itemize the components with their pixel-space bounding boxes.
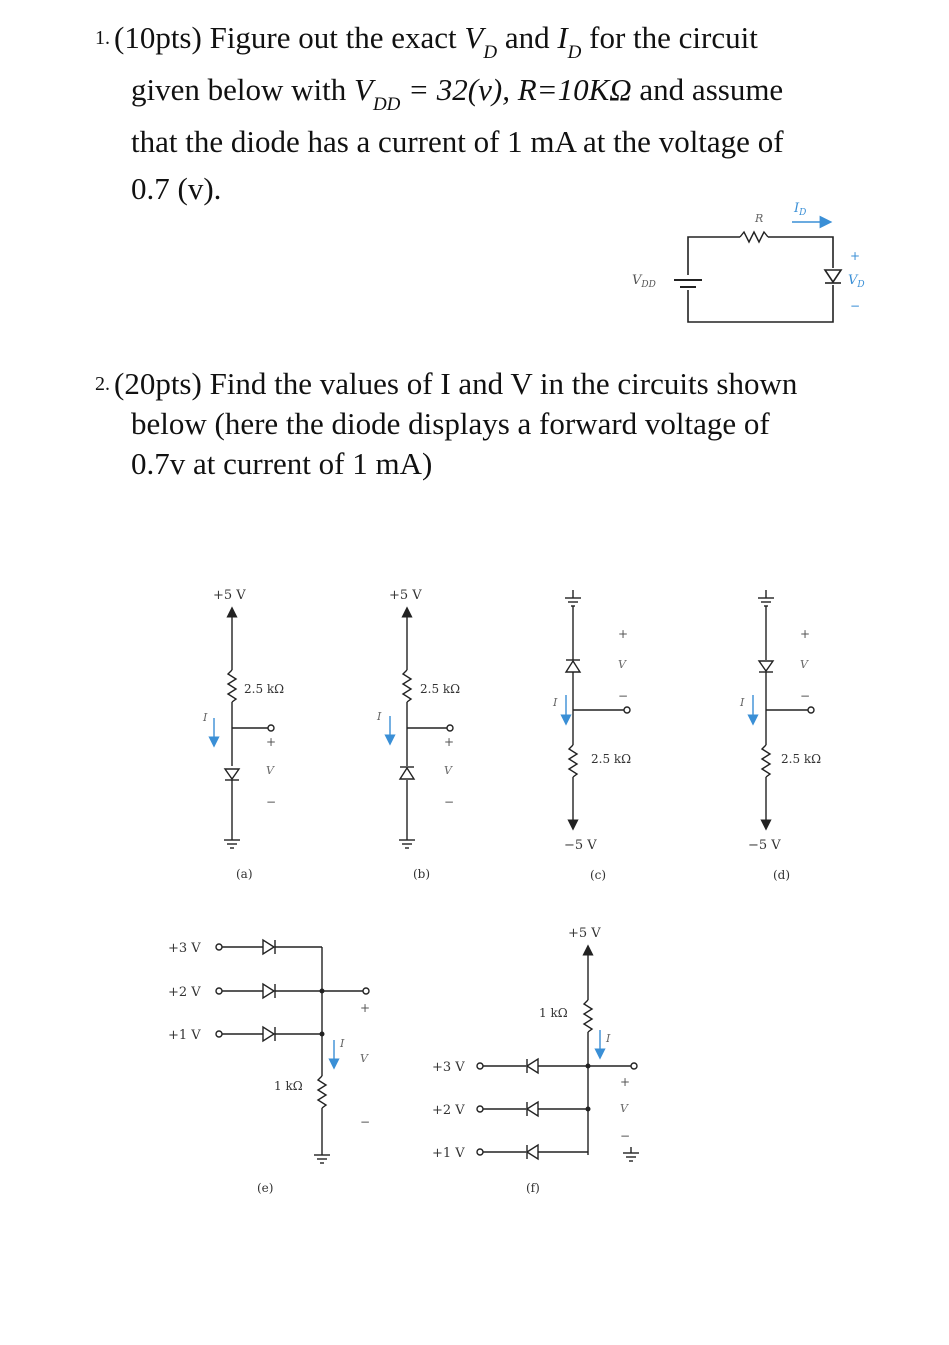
circuit-e-voltage: V [360, 1052, 369, 1065]
question-1-line-1: 1.(10pts) Figure out the exact VD and ID… [95, 20, 758, 63]
question-2-number: 2. [95, 373, 110, 395]
circuit-a-current: I [202, 711, 208, 724]
question-1-line-2: given below with VDD = 32(v), R=10KΩ and… [131, 72, 784, 115]
circuit-e-plus: + [360, 1001, 370, 1015]
circuit-a [208, 606, 275, 849]
circuit-f-caption: (f) [526, 1181, 540, 1195]
circuit-d-supply: −5 V [748, 838, 781, 853]
question-2-line-1: 2.(20pts) Find the values of I and V in … [95, 366, 798, 401]
circuit-d-minus: − [800, 689, 810, 703]
circuit-b-caption: (b) [413, 867, 430, 881]
circuit-c-plus: + [618, 627, 628, 641]
circuit-f-input-2: +2 V [432, 1103, 465, 1118]
circuit-a-voltage: V [266, 764, 275, 777]
circuit-b-minus: − [444, 795, 454, 809]
circuit-f-input-3: +1 V [432, 1146, 465, 1161]
circuit-d-current: I [739, 696, 745, 709]
circuit-e [215, 938, 370, 1164]
question-1-number: 1. [95, 27, 110, 49]
circuit-b-current: I [376, 710, 382, 723]
label-id: ID [793, 201, 806, 218]
circuit-e-input-1: +3 V [168, 941, 201, 956]
circuit-e-input-2: +2 V [168, 985, 201, 1000]
circuit-f-plus: + [620, 1075, 630, 1089]
circuit-e-current: I [339, 1037, 345, 1050]
question-2-line-2: below (here the diode displays a forward… [131, 406, 770, 441]
question-2: 2.(20pts) Find the values of I and V in … [95, 364, 797, 484]
circuit-f-input-1: +3 V [432, 1060, 465, 1075]
circuit-c-voltage: V [618, 658, 627, 671]
circuit-f [476, 944, 639, 1162]
circuit-c-caption: (c) [590, 868, 606, 882]
resistor-r [739, 230, 769, 244]
vd-plus-sign: + [850, 249, 860, 263]
circuit-b-resistor: 2.5 kΩ [420, 682, 460, 696]
circuit-a-minus: − [266, 795, 276, 809]
circuit-a-resistor: 2.5 kΩ [244, 682, 284, 696]
circuit-a-caption: (a) [236, 867, 253, 881]
circuit-f-supply: +5 V [568, 926, 601, 941]
circuit-f-junction-dots [585, 1063, 591, 1112]
circuit-c-supply: −5 V [564, 838, 597, 853]
circuit-e-caption: (e) [257, 1181, 273, 1195]
circuit-d-plus: + [800, 627, 810, 641]
circuit-e-minus: − [360, 1115, 370, 1129]
figure-1-circuit [674, 215, 843, 323]
circuit-d-caption: (d) [773, 868, 790, 882]
diode-d [823, 269, 843, 284]
question-1: 1.(10pts) Figure out the exact VD and ID… [95, 14, 784, 212]
circuit-b-plus: + [444, 735, 454, 749]
circuit-a-supply: +5 V [213, 588, 246, 603]
label-vd: VD [848, 273, 865, 290]
circuit-b-supply: +5 V [389, 588, 422, 603]
circuit-f-resistor: 1 kΩ [539, 1006, 568, 1020]
circuit-b [384, 606, 454, 849]
circuit-f-minus: − [620, 1129, 630, 1143]
circuit-e-resistor: 1 kΩ [274, 1079, 303, 1093]
question-1-line-4: 0.7 (v). [131, 171, 222, 206]
circuit-c-resistor: 2.5 kΩ [591, 752, 631, 766]
label-r: R [754, 212, 763, 225]
circuit-f-voltage: V [620, 1102, 629, 1115]
question-2-line-3: 0.7v at current of 1 mA) [131, 446, 433, 481]
circuit-c [560, 590, 631, 831]
circuit-c-current: I [552, 696, 558, 709]
circuit-e-input-3: +1 V [168, 1028, 201, 1043]
circuit-f-current: I [605, 1032, 611, 1045]
question-1-line-3: that the diode has a current of 1 mA at … [131, 124, 784, 159]
circuit-d-voltage: V [800, 658, 809, 671]
circuit-a-plus: + [266, 735, 276, 749]
vd-minus-sign: − [850, 299, 860, 313]
circuit-d-resistor: 2.5 kΩ [781, 752, 821, 766]
label-vdd: VDD [632, 273, 656, 290]
circuit-d [747, 590, 815, 831]
circuit-b-voltage: V [444, 764, 453, 777]
circuit-c-minus: − [618, 689, 628, 703]
circuit-e-junction-dots [319, 988, 325, 1037]
